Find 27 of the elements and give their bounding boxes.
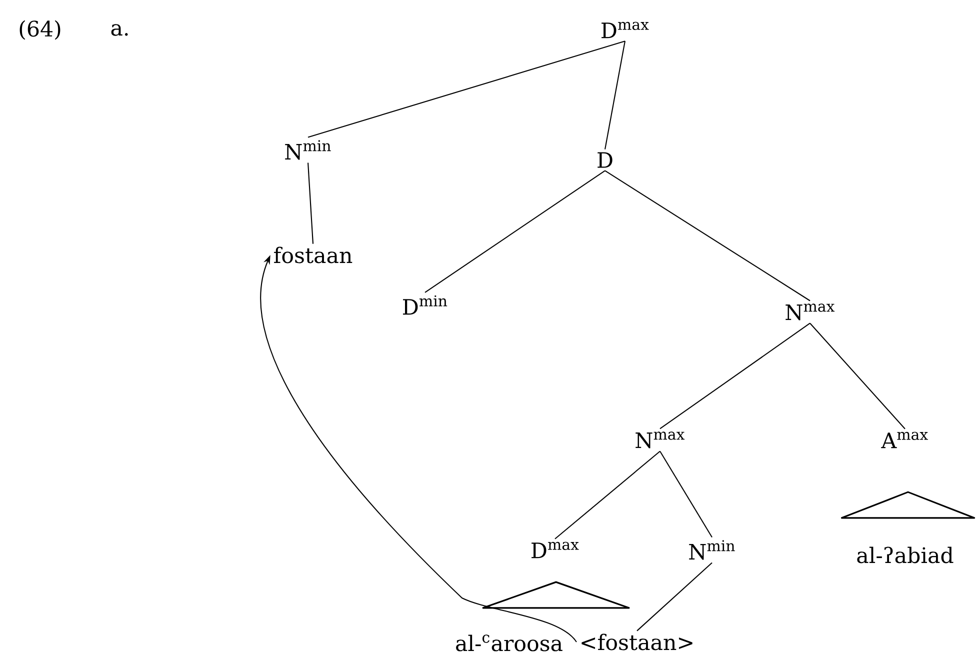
tree-branch — [636, 562, 712, 632]
tree-branch — [424, 170, 606, 293]
example-label: a. — [111, 24, 128, 36]
tree-label: D$^{min}$ — [403, 295, 448, 315]
tree-branch — [660, 450, 712, 538]
tree-branch — [604, 170, 810, 302]
tree-label: fostaan — [274, 246, 352, 264]
tree-branch — [604, 41, 626, 150]
tree-label: A$^{max}$ — [881, 432, 928, 448]
tree-branch — [308, 40, 626, 138]
example-label: (64) — [20, 20, 60, 40]
tree-label: D$^{max}$ — [532, 542, 579, 558]
tree-branch — [307, 162, 314, 244]
tree-label: N$^{max}$ — [786, 304, 835, 320]
triangle — [840, 491, 976, 519]
triangle — [482, 581, 630, 609]
tree-label: D — [598, 152, 612, 168]
tree-label: <fostaan> — [582, 634, 692, 650]
tree-branch — [660, 322, 810, 430]
tree-label: N$^{min}$ — [689, 540, 735, 560]
tree-branch — [554, 450, 660, 540]
tree-label: al-ʔabiad — [857, 546, 954, 564]
tree-label: N$^{min}$ — [285, 140, 331, 160]
tree-label: N$^{max}$ — [636, 432, 685, 448]
tree-label: D$^{max}$ — [602, 22, 649, 38]
tree-label: al-$^{c}$aroosa — [456, 634, 562, 652]
tree-branch — [810, 322, 906, 430]
